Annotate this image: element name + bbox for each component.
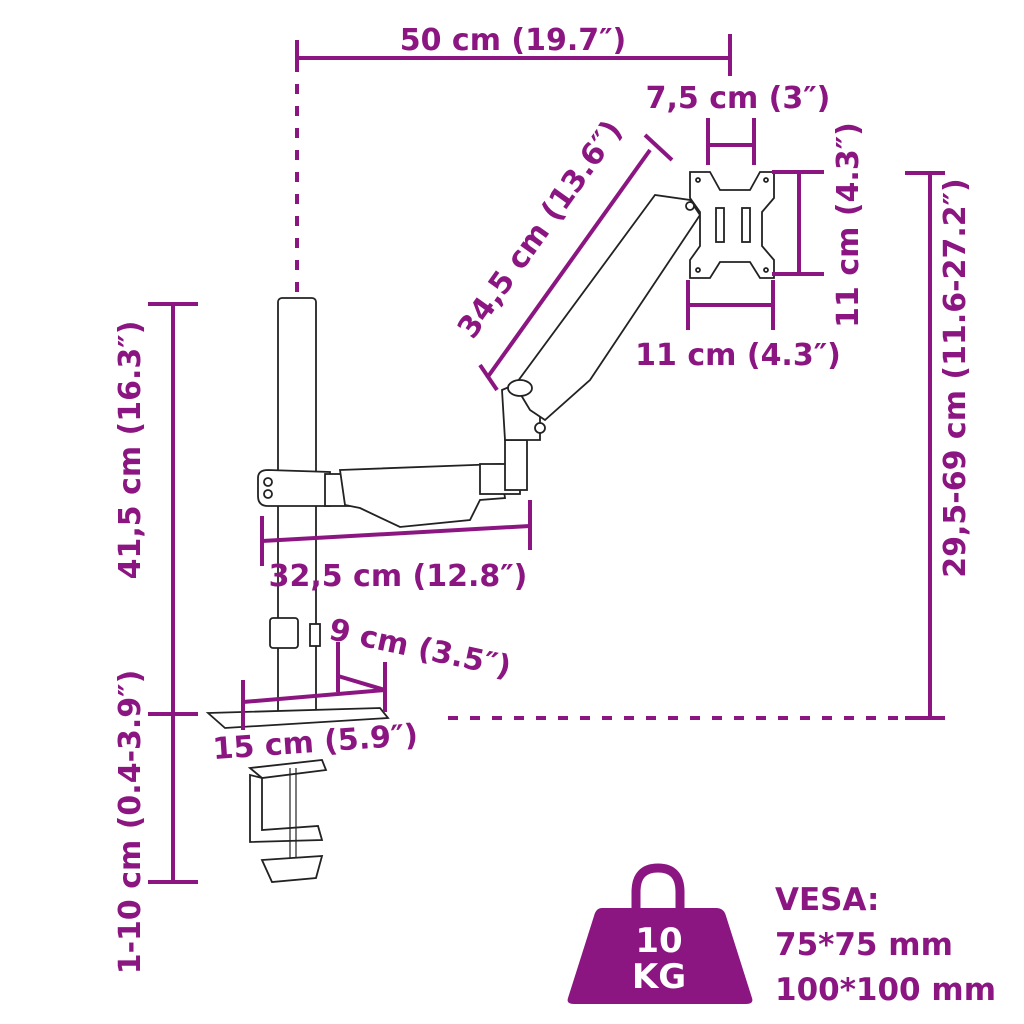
base-plate [205, 707, 390, 729]
dim-base-depth: 9 cm (3.5″) [326, 612, 514, 712]
dim-vesa-hole-width: 7,5 cm (3″) [646, 81, 831, 165]
vesa-size-75: 75*75 mm [775, 927, 953, 963]
pole [277, 297, 317, 719]
dim-vesa-height-label: 11 cm (4.3″) [831, 122, 866, 328]
vesa-size-100: 100*100 mm [775, 972, 997, 1008]
lower-arm [257, 439, 528, 528]
dim-pole-height-label: 41,5 cm (16.3″) [113, 321, 148, 580]
weight-value: 10 [635, 921, 682, 961]
desk-clamp [247, 759, 328, 883]
cable-clip [309, 623, 321, 647]
dim-vesa-width-label: 11 cm (4.3″) [635, 338, 841, 373]
dim-base-depth-label: 9 cm (3.5″) [326, 612, 514, 685]
dim-vesa-height: 11 cm (4.3″) [772, 122, 866, 328]
dim-lower-arm-label: 32,5 cm (12.8″) [269, 559, 528, 594]
weight-unit: KG [632, 957, 686, 997]
vesa-plate [689, 171, 775, 279]
cable-clip [269, 617, 299, 649]
monitor-arm-drawing [205, 171, 775, 883]
upper-arm [501, 194, 702, 441]
dim-vesa-width: 11 cm (4.3″) [635, 280, 841, 373]
dim-desk-thickness: 1-10 cm (0.4-3.9″) [113, 670, 198, 975]
dim-lower-arm: 32,5 cm (12.8″) [260, 500, 532, 594]
vesa-spec: VESA: 75*75 mm 100*100 mm [775, 878, 996, 1013]
dim-total-reach: 50 cm (19.7″) [295, 23, 732, 296]
weight-icon: 10 KG [567, 863, 753, 1004]
dim-vesa-hole-width-label: 7,5 cm (3″) [646, 81, 831, 116]
vesa-label: VESA: [775, 882, 880, 918]
dim-height-range: 29,5-69 cm (11.6-27.2″) [448, 171, 973, 720]
dim-desk-thickness-label: 1-10 cm (0.4-3.9″) [113, 670, 148, 975]
dim-height-range-label: 29,5-69 cm (11.6-27.2″) [938, 178, 973, 577]
dim-pole-height: 41,5 cm (16.3″) [113, 302, 198, 714]
dim-total-reach-label: 50 cm (19.7″) [400, 23, 627, 58]
